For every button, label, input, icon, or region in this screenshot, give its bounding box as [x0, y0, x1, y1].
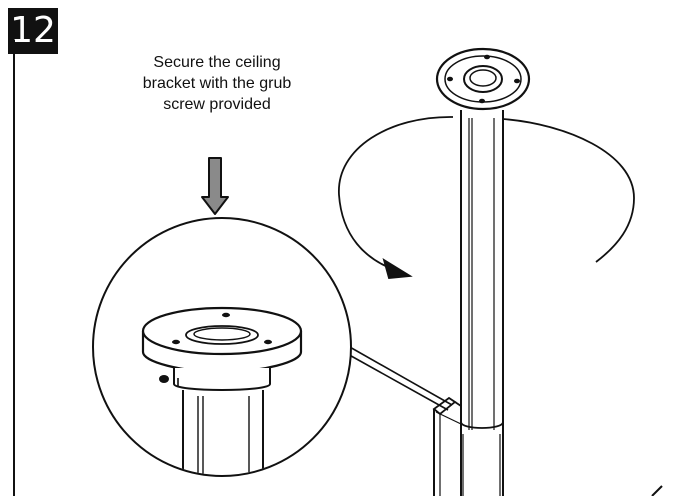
- grub-screw: [159, 375, 169, 383]
- ceiling-plate: [435, 47, 531, 111]
- step-number-badge: 12: [8, 8, 58, 54]
- rotation-arrow-icon: [338, 116, 635, 279]
- instruction-line-1: Secure the ceiling: [153, 54, 281, 71]
- instruction-line-2: bracket with the grub: [142, 75, 292, 92]
- down-arrow-icon: [201, 157, 229, 215]
- page-frame: [13, 40, 663, 496]
- instruction-text: Secure the ceiling bracket with the grub…: [98, 52, 336, 115]
- ceiling-pole: [432, 47, 531, 496]
- zoom-leader-lines: [343, 345, 453, 411]
- instruction-line-3: screw provided: [163, 96, 271, 113]
- zoom-detail: [92, 217, 352, 477]
